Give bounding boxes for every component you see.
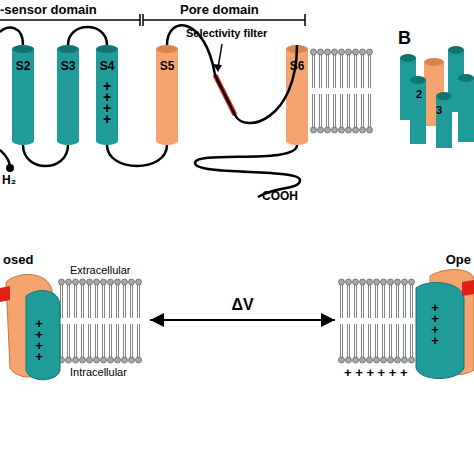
state-heading: Ope	[335, 250, 474, 269]
tetramer-cylinders	[400, 46, 474, 148]
loop-line	[167, 25, 297, 123]
domain-label: -sensor domain	[0, 3, 97, 18]
part-label: Selectivity filter	[186, 27, 267, 40]
closed-channel	[0, 274, 60, 379]
lipid-bilayer	[338, 278, 415, 364]
lipid-bilayer	[58, 278, 142, 364]
transition-arrow	[150, 319, 335, 321]
helix-label: S5	[160, 59, 175, 73]
subunit-number: 2	[416, 88, 422, 101]
pore-helix: S5	[156, 45, 178, 145]
helix-label: S3	[61, 59, 76, 73]
helix-cylinder: S2	[12, 45, 34, 145]
subunit-number: 3	[436, 104, 442, 117]
loop-line	[23, 145, 68, 166]
charge-marks: + + + + + +	[344, 366, 408, 381]
helix-cylinder: S3	[57, 45, 79, 145]
open-state: Ope	[335, 250, 474, 380]
selectivity-filter	[215, 75, 235, 115]
helix-label: S4	[100, 59, 115, 73]
open-channel	[416, 270, 474, 379]
edge-label: ΔV	[231, 296, 253, 314]
loop-line	[0, 28, 23, 45]
charge-marks: + + + +	[34, 318, 44, 362]
loop-line	[68, 27, 107, 45]
leader-line	[218, 44, 222, 68]
domain-label: Pore domain	[180, 3, 259, 18]
terminus-label: COOH	[262, 190, 298, 204]
side-label: Intracellular	[70, 366, 127, 379]
leader-arrowhead	[213, 64, 222, 72]
lipid-bilayer	[310, 48, 373, 134]
helix-label: S2	[16, 59, 31, 73]
helix-label: S6	[290, 59, 305, 73]
terminus-label: H₂	[2, 174, 16, 188]
pore-helix: S6	[286, 45, 308, 145]
side-label: Extracellular	[70, 264, 131, 277]
voltage-sensor-helix: S4 + + + +	[96, 45, 118, 145]
n-terminus-dot	[6, 164, 14, 172]
panel-letter: B	[398, 28, 411, 49]
loop-line	[107, 145, 167, 166]
charge-marks: + + + +	[102, 81, 112, 125]
charge-marks: + + + +	[430, 302, 440, 346]
